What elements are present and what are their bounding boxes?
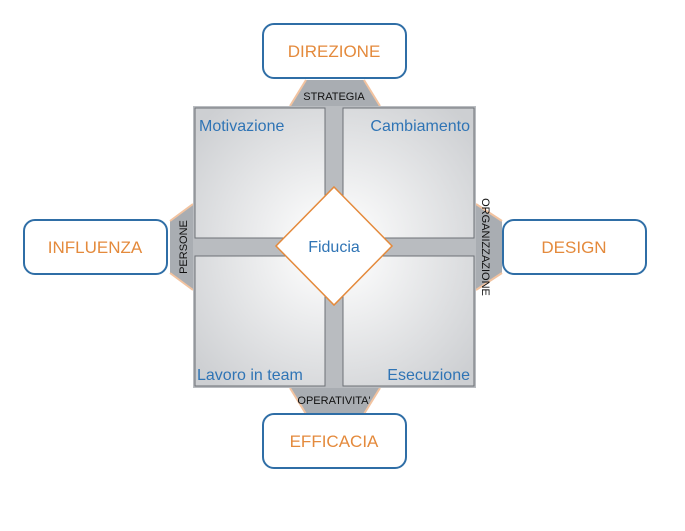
quadrant-bottom-right bbox=[342, 255, 475, 387]
quadrant-top-left bbox=[194, 107, 326, 239]
connector-label-operativita: OPERATIVITA' bbox=[297, 395, 370, 407]
quadrant-label-lavoro-in-team: Lavoro in team bbox=[197, 367, 303, 384]
center-diamond bbox=[274, 185, 394, 307]
connector-label-persone: PERSONE bbox=[178, 220, 190, 274]
quadrant-label-motivazione: Motivazione bbox=[199, 118, 284, 135]
connector-bottom bbox=[290, 388, 380, 414]
quadrant-bottom-left bbox=[194, 255, 326, 387]
connector-top bbox=[290, 80, 380, 106]
outer-box-right: DESIGN bbox=[502, 219, 647, 275]
outer-box-label-efficacia: EFFICACIA bbox=[290, 432, 379, 451]
connector-label-strategia: STRATEGIA bbox=[303, 91, 365, 103]
quadrants bbox=[194, 107, 475, 387]
connector-right bbox=[476, 204, 502, 290]
connector-label-organizzazione: ORGANIZZAZIONE bbox=[479, 198, 491, 296]
quadrant-label-cambiamento: Cambiamento bbox=[370, 118, 470, 135]
outer-box-label-influenza: INFLUENZA bbox=[48, 238, 143, 257]
outer-box-label-direzione: DIREZIONE bbox=[288, 42, 381, 61]
connector-left bbox=[170, 204, 193, 290]
outer-box-left: INFLUENZA bbox=[23, 219, 168, 275]
outer-box-label-design: DESIGN bbox=[541, 238, 606, 257]
quadrant-top-right bbox=[342, 107, 475, 239]
center-label-fiducia: Fiducia bbox=[308, 239, 360, 256]
outer-box-bottom: EFFICACIA bbox=[262, 413, 407, 469]
outer-box-top: DIREZIONE bbox=[262, 23, 407, 79]
connectors bbox=[169, 79, 503, 415]
quadrant-label-esecuzione: Esecuzione bbox=[387, 367, 470, 384]
